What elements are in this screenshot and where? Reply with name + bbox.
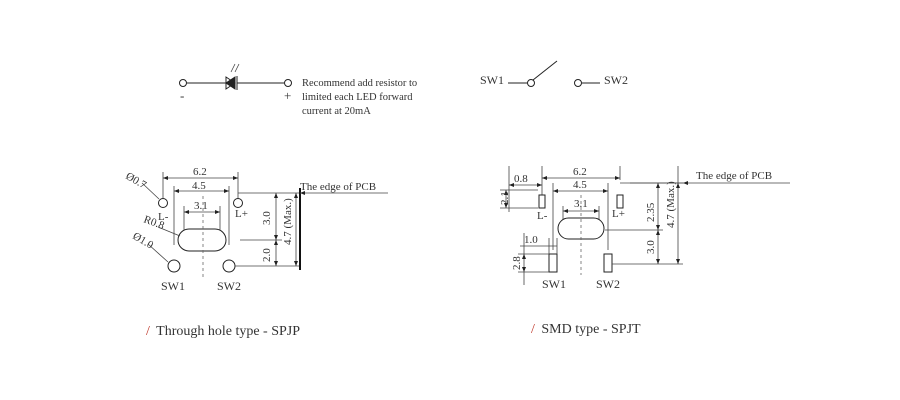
smd-pcb-edge-label: The edge of PCB bbox=[696, 170, 772, 182]
th-hole-sw1 bbox=[167, 259, 181, 273]
smd-l-minus-label: L- bbox=[537, 210, 548, 222]
led-minus-label: - bbox=[180, 88, 184, 103]
th-l-plus-label: L+ bbox=[235, 208, 248, 220]
th-hole-l-plus bbox=[233, 198, 243, 208]
smd-pad-sw1 bbox=[548, 253, 558, 273]
smd-footprint: 0.8 6.2 4.5 3.1 2.1 L- L+ bbox=[499, 166, 790, 337]
smd-pad-l-minus bbox=[538, 194, 546, 209]
th-dim-3-1: 3.1 bbox=[194, 200, 208, 212]
th-dim-4-7-max: 4.7 (Max.) bbox=[282, 198, 294, 245]
smd-dim-3-0: 3.0 bbox=[645, 240, 657, 254]
th-l-minus-label: L- bbox=[158, 211, 169, 223]
th-body-oval bbox=[177, 228, 227, 252]
th-dim-2-0: 2.0 bbox=[261, 248, 273, 262]
through-hole-footprint: 6.2 4.5 3.1 L- L+ Ø0.7 R0.8 Ø1.0 bbox=[124, 166, 388, 339]
smd-dim-4-5: 4.5 bbox=[573, 179, 587, 191]
th-hole-07-label: Ø0.7 bbox=[124, 170, 149, 191]
th-dim-6-2: 6.2 bbox=[193, 166, 207, 178]
smd-sw2-label: SW2 bbox=[596, 277, 620, 291]
th-sw2-label: SW2 bbox=[217, 279, 241, 293]
smd-pad-l-plus bbox=[616, 194, 624, 209]
svg-text:Recommend add resistor to: Recommend add resistor to limited each L… bbox=[302, 78, 420, 117]
switch-schematic: SW1 SW2 bbox=[480, 60, 628, 87]
switch-lever bbox=[532, 60, 558, 81]
led-schematic: - + Recommend add resistor to limited ea… bbox=[179, 63, 420, 117]
th-hole-l-minus bbox=[158, 198, 168, 208]
led-terminal-minus bbox=[179, 79, 187, 87]
smd-dim-6-2: 6.2 bbox=[573, 166, 587, 178]
led-note-line-3: current at 20mA bbox=[302, 106, 371, 117]
led-note-line-1: Recommend add resistor to bbox=[302, 78, 417, 89]
led-note-line-2: limited each LED forward bbox=[302, 92, 413, 103]
smd-dim-2-1: 2.1 bbox=[499, 191, 511, 205]
smd-caption: / SMD type - SPJT bbox=[531, 322, 641, 337]
th-caption: / Through hole type - SPJP bbox=[146, 324, 300, 339]
th-hole-sw2 bbox=[222, 259, 236, 273]
smd-dim-4-7-max: 4.7 (Max.) bbox=[665, 181, 677, 228]
led-plus-label: + bbox=[284, 88, 291, 103]
smd-pad-sw2 bbox=[603, 253, 613, 273]
th-sw1-label: SW1 bbox=[161, 279, 185, 293]
smd-dim-2-35: 2.35 bbox=[645, 202, 657, 222]
th-dim-3-0: 3.0 bbox=[261, 211, 273, 225]
smd-l-plus-label: L+ bbox=[612, 208, 625, 220]
smd-dim-1-0: 1.0 bbox=[524, 234, 538, 246]
switch-sw1-label: SW1 bbox=[480, 73, 504, 87]
led-terminal-plus bbox=[284, 79, 292, 87]
th-dim-4-5: 4.5 bbox=[192, 180, 206, 192]
th-pcb-edge-label: The edge of PCB bbox=[300, 181, 376, 193]
smd-sw1-label: SW1 bbox=[542, 277, 566, 291]
smd-dim-0-8: 0.8 bbox=[514, 173, 528, 185]
th-hole-10-label: Ø1.0 bbox=[131, 230, 156, 251]
switch-sw2-label: SW2 bbox=[604, 73, 628, 87]
smd-dim-2-8: 2.8 bbox=[511, 256, 523, 270]
